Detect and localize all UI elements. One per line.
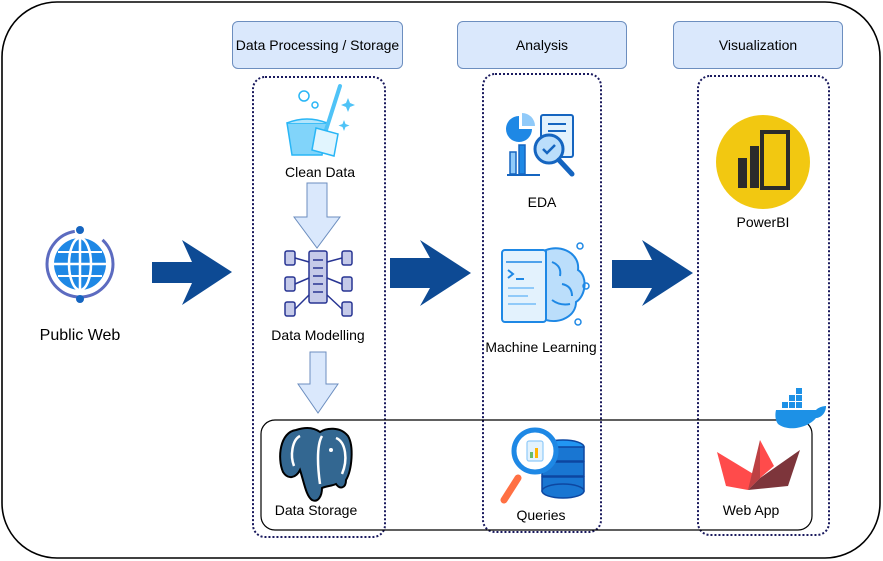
docker-container-border [260, 419, 813, 531]
label-data-modelling: Data Modelling [271, 327, 365, 343]
label-web-app: Web App [722, 502, 780, 518]
processing-group-border [252, 76, 386, 538]
label-eda: EDA [527, 194, 557, 210]
visualization-group-border [697, 75, 830, 536]
down-arrow-2 [297, 351, 339, 414]
bucket-brush-icon [286, 84, 355, 157]
globe-icon [45, 226, 115, 303]
label-data-storage: Data Storage [274, 502, 358, 518]
label-powerbi: PowerBI [736, 214, 790, 230]
flow-arrow-1 [152, 240, 232, 305]
analysis-group-border [482, 73, 602, 533]
label-public-web: Public Web [39, 327, 121, 344]
code-brain-icon [501, 242, 590, 326]
label-machine-learning: Machine Learning [485, 339, 597, 355]
header-processing: Data Processing / Storage [232, 21, 403, 69]
docker-whale-icon [775, 388, 826, 429]
data-model-icon [284, 250, 353, 317]
header-visualization: Visualization [673, 21, 843, 69]
database-magnifier-icon [500, 427, 585, 504]
streamlit-boat-icon [717, 440, 800, 490]
down-arrow-1 [293, 182, 341, 249]
flow-arrow-3 [612, 240, 693, 306]
powerbi-logo-icon [716, 115, 810, 209]
label-clean-data: Clean Data [284, 164, 356, 180]
header-analysis: Analysis [457, 21, 627, 69]
label-queries: Queries [516, 507, 566, 523]
chart-report-magnifier-icon [506, 113, 575, 177]
flow-arrow-2 [390, 240, 471, 306]
postgresql-elephant-icon [279, 427, 353, 502]
